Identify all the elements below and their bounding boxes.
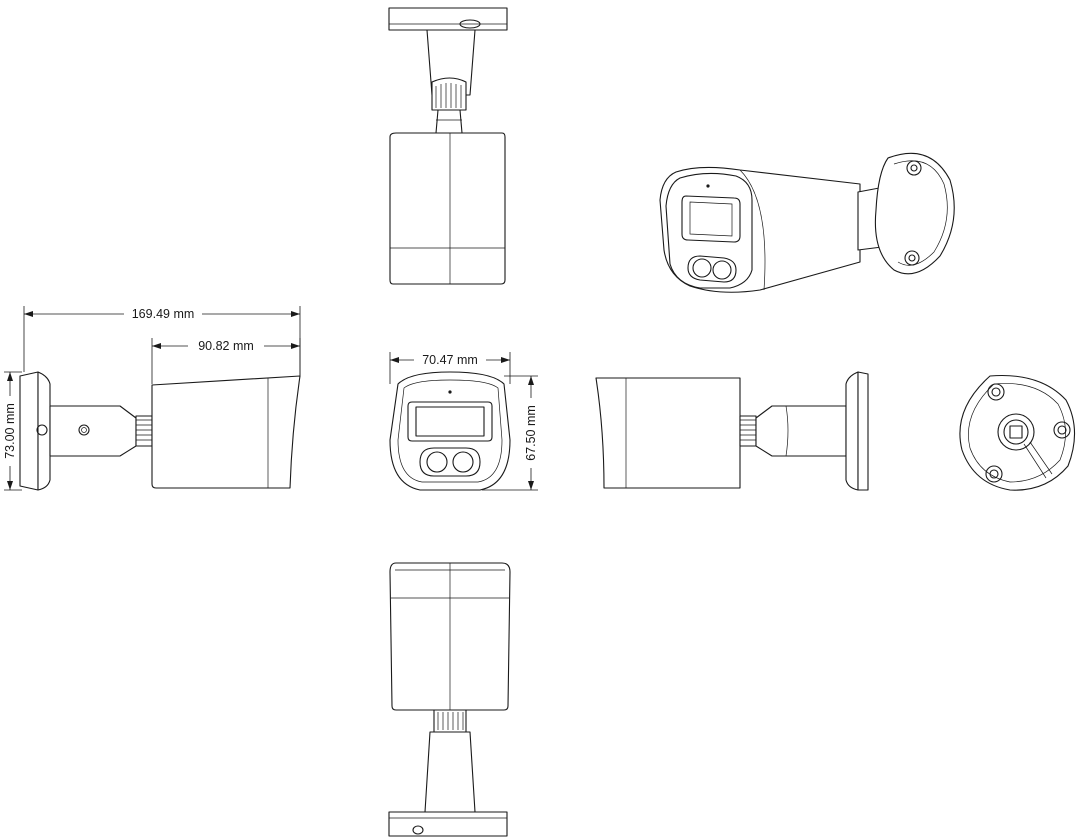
dimension-front-width: 70.47 mm — [389, 351, 511, 384]
rear-base-view — [959, 374, 1076, 491]
top-view — [388, 7, 508, 285]
dimension-mount-height: 73.00 mm — [2, 371, 22, 491]
dimension-body-length: 90.82 mm — [151, 337, 301, 384]
right-side-view — [595, 371, 869, 491]
front-width-label: 70.47 mm — [422, 353, 478, 367]
mount-height-label: 73.00 mm — [3, 403, 17, 459]
front-view — [389, 371, 511, 491]
front-height-label: 67.50 mm — [524, 405, 538, 461]
body-length-label: 90.82 mm — [198, 339, 254, 353]
dimension-overall-length: 169.49 mm — [23, 305, 301, 376]
bottom-view — [388, 562, 511, 837]
overall-length-label: 169.49 mm — [132, 307, 195, 321]
left-side-view — [19, 371, 301, 491]
dimension-front-height: 67.50 mm — [482, 375, 539, 491]
perspective-view — [659, 152, 955, 293]
